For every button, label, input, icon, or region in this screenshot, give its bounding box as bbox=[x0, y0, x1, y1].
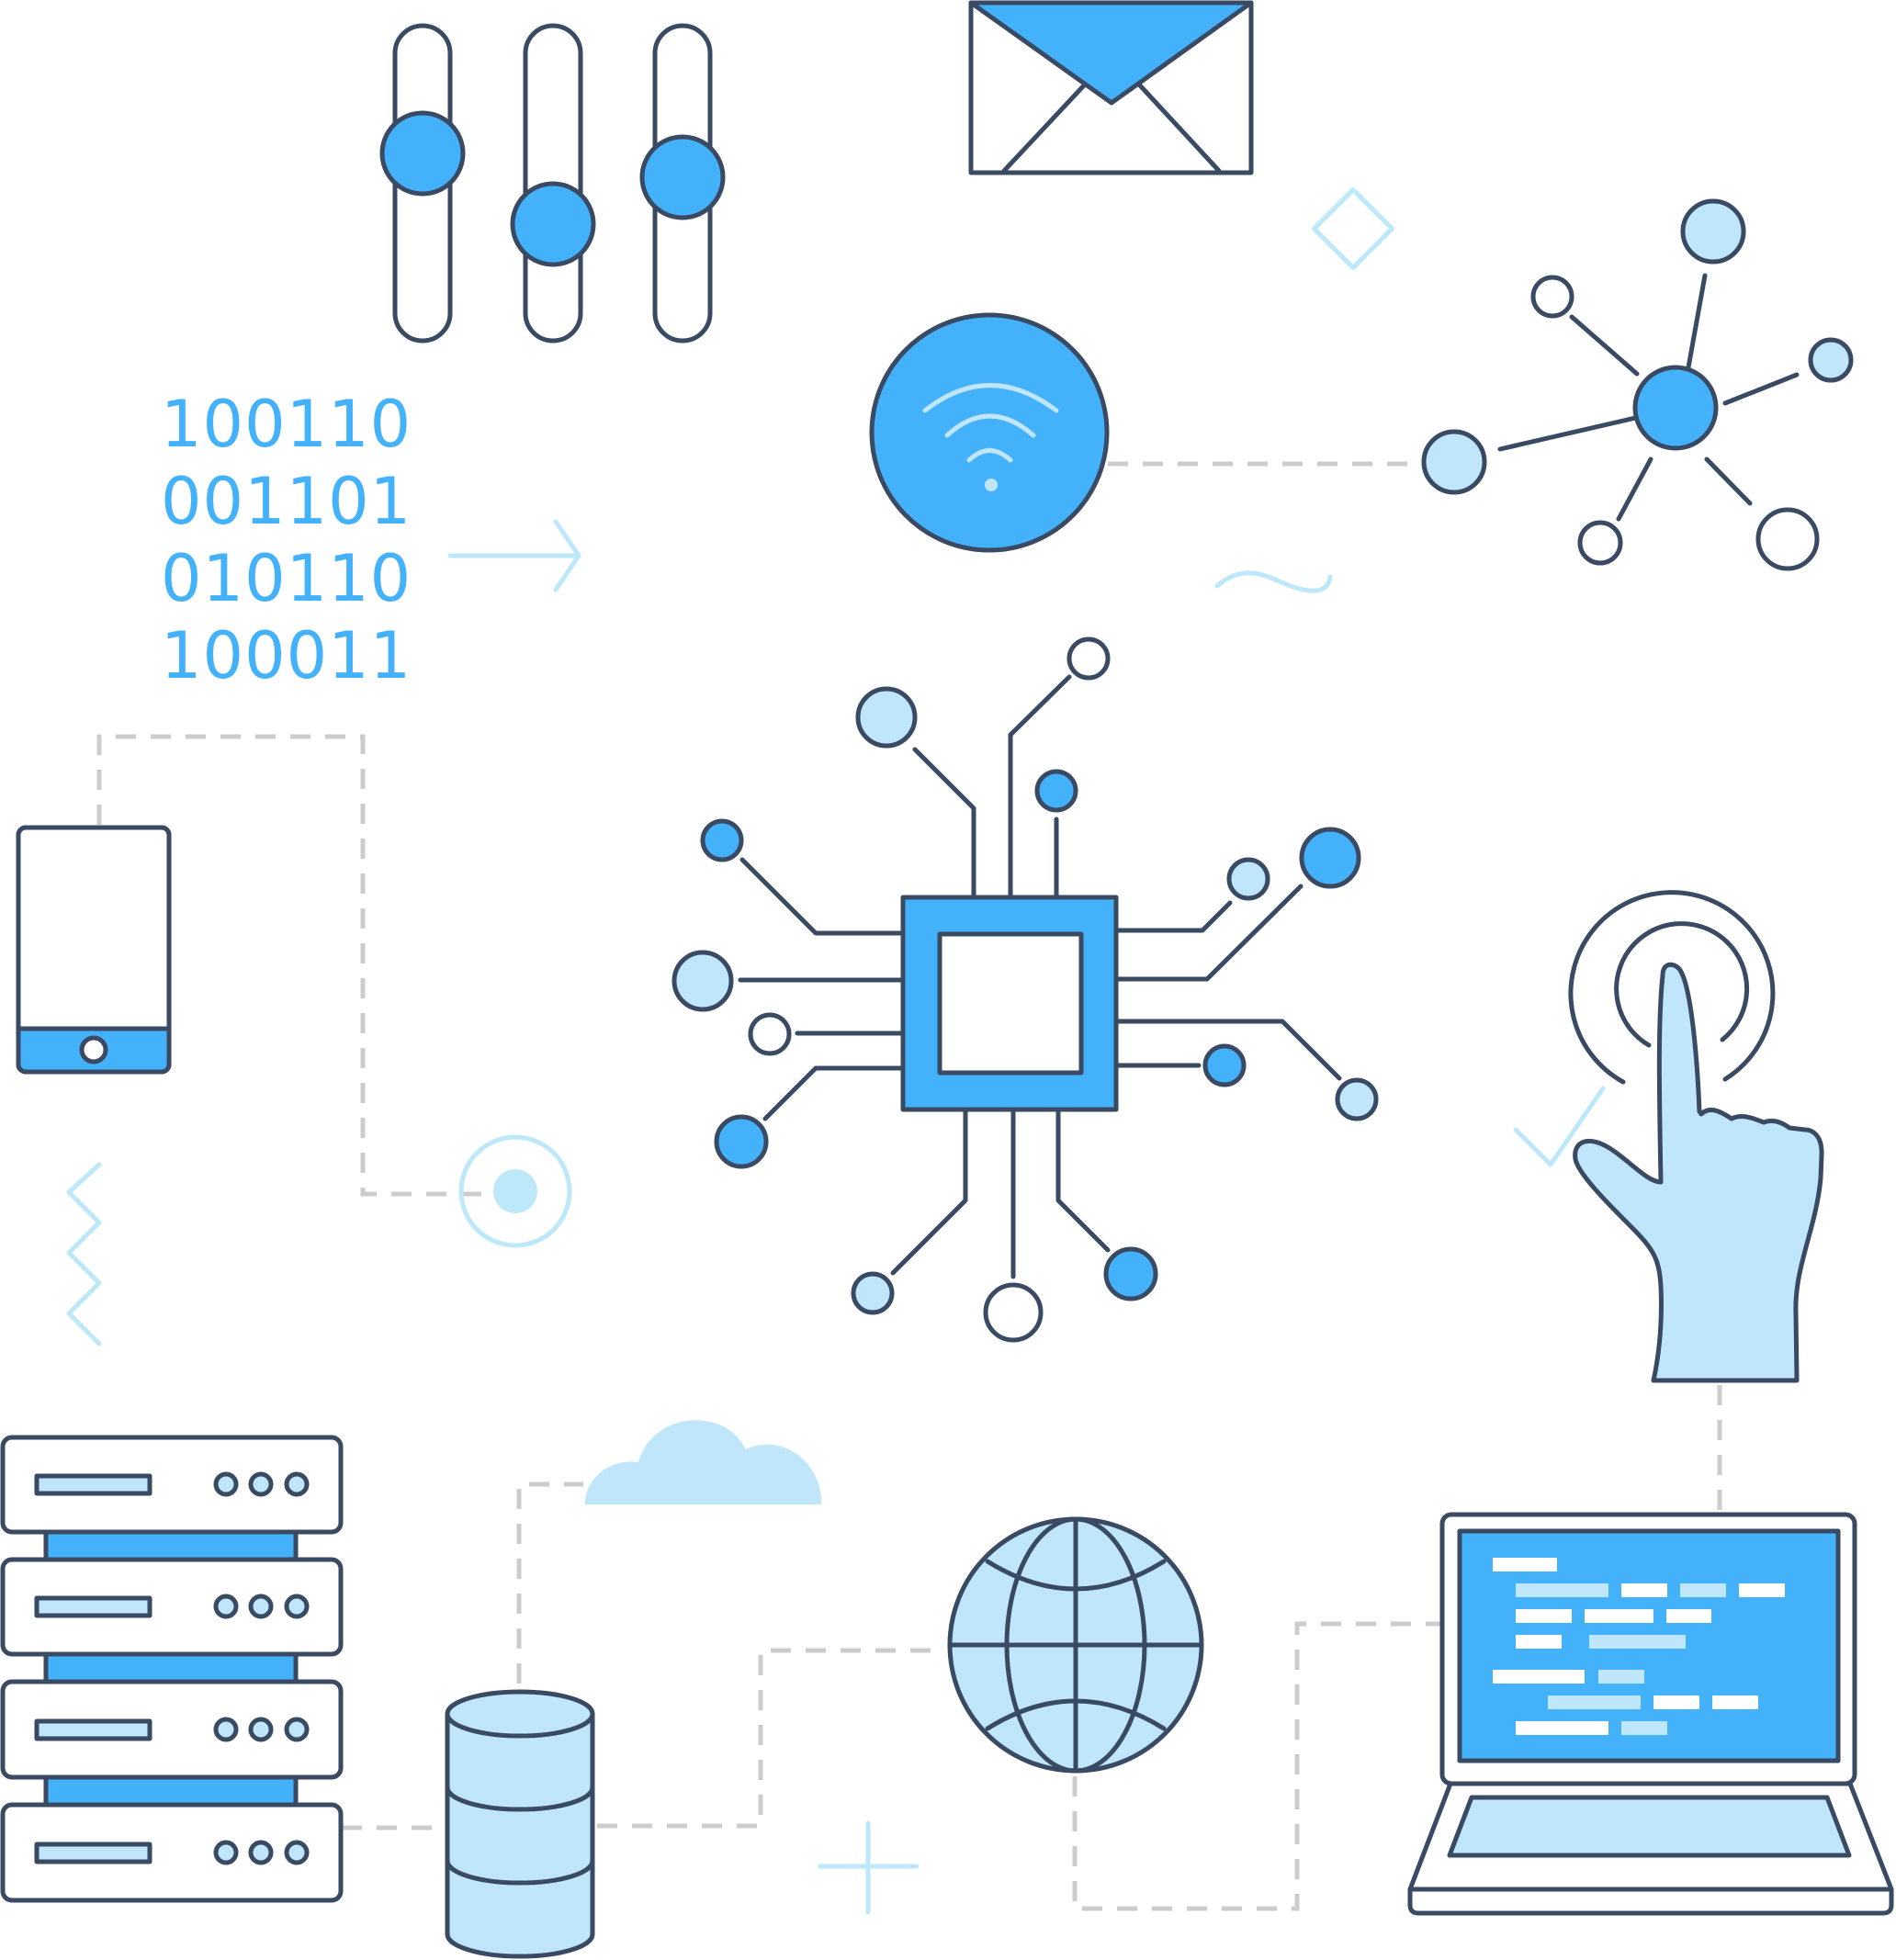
tilde-icon bbox=[1214, 570, 1333, 593]
server-unit bbox=[0, 1679, 344, 1780]
server-rack-icon bbox=[0, 1435, 344, 1903]
plus-icon bbox=[818, 1820, 920, 1915]
server-unit bbox=[0, 1435, 344, 1535]
binary-line: 100011 bbox=[161, 618, 412, 693]
binary-line: 001101 bbox=[161, 464, 412, 539]
slider-knob bbox=[379, 110, 466, 197]
laptop-code-icon bbox=[1407, 1512, 1894, 1916]
dashed-connectors bbox=[96, 461, 1722, 1911]
envelope-icon bbox=[968, 0, 1254, 175]
slider-knob bbox=[510, 181, 596, 267]
target-icon bbox=[458, 1134, 572, 1248]
sliders-icon bbox=[379, 23, 726, 344]
binary-code-text: 100110 001101 010110 100011 bbox=[161, 386, 412, 694]
diamond-icon bbox=[1312, 187, 1394, 270]
server-unit bbox=[0, 1557, 344, 1657]
arrow-right-icon bbox=[447, 519, 581, 592]
slider-knob bbox=[639, 134, 726, 220]
database-icon bbox=[445, 1689, 595, 1959]
wifi-icon bbox=[869, 312, 1110, 553]
hand-touch-icon bbox=[1568, 890, 1824, 1383]
check-icon bbox=[1513, 1086, 1606, 1167]
binary-line: 100110 bbox=[161, 387, 412, 462]
globe-icon bbox=[947, 1516, 1204, 1774]
cloud-icon bbox=[585, 1420, 822, 1504]
circuit-chip-icon bbox=[672, 636, 1379, 1343]
code-lines bbox=[1493, 1558, 1785, 1735]
server-unit bbox=[0, 1802, 344, 1903]
binary-line: 010110 bbox=[161, 541, 412, 616]
zigzag-icon bbox=[66, 1162, 102, 1346]
network-nodes-icon bbox=[1421, 198, 1854, 571]
tablet-icon bbox=[16, 825, 172, 1075]
